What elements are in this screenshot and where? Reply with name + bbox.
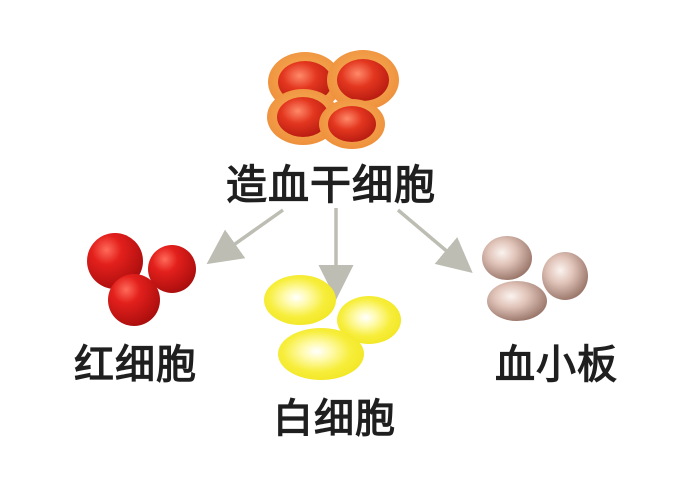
stem-cell-cluster xyxy=(267,50,399,149)
white-blood-cell xyxy=(264,275,336,325)
platelet xyxy=(487,281,547,321)
platelet-label: 血小板 xyxy=(495,342,618,388)
white-blood-cell xyxy=(337,296,401,344)
white-blood-cell-label: 白细胞 xyxy=(273,396,396,442)
platelet xyxy=(482,236,532,280)
hematopoietic-stem-cell-label: 造血干细胞 xyxy=(226,161,436,209)
white-blood-cell xyxy=(278,328,364,380)
white-blood-cell-cluster xyxy=(264,275,401,380)
red-blood-cell xyxy=(148,245,196,293)
stem-cell xyxy=(327,50,399,110)
arrow-to-platelets xyxy=(396,208,473,274)
red-blood-cell-label: 红细胞 xyxy=(74,342,197,388)
red-blood-cell-cluster xyxy=(87,233,196,326)
arrows xyxy=(206,208,473,300)
platelet xyxy=(542,252,588,300)
arrow-to-red-cells xyxy=(206,208,285,265)
stem-cell xyxy=(319,99,385,149)
platelet-cluster xyxy=(482,236,588,321)
red-blood-cell xyxy=(108,274,160,326)
